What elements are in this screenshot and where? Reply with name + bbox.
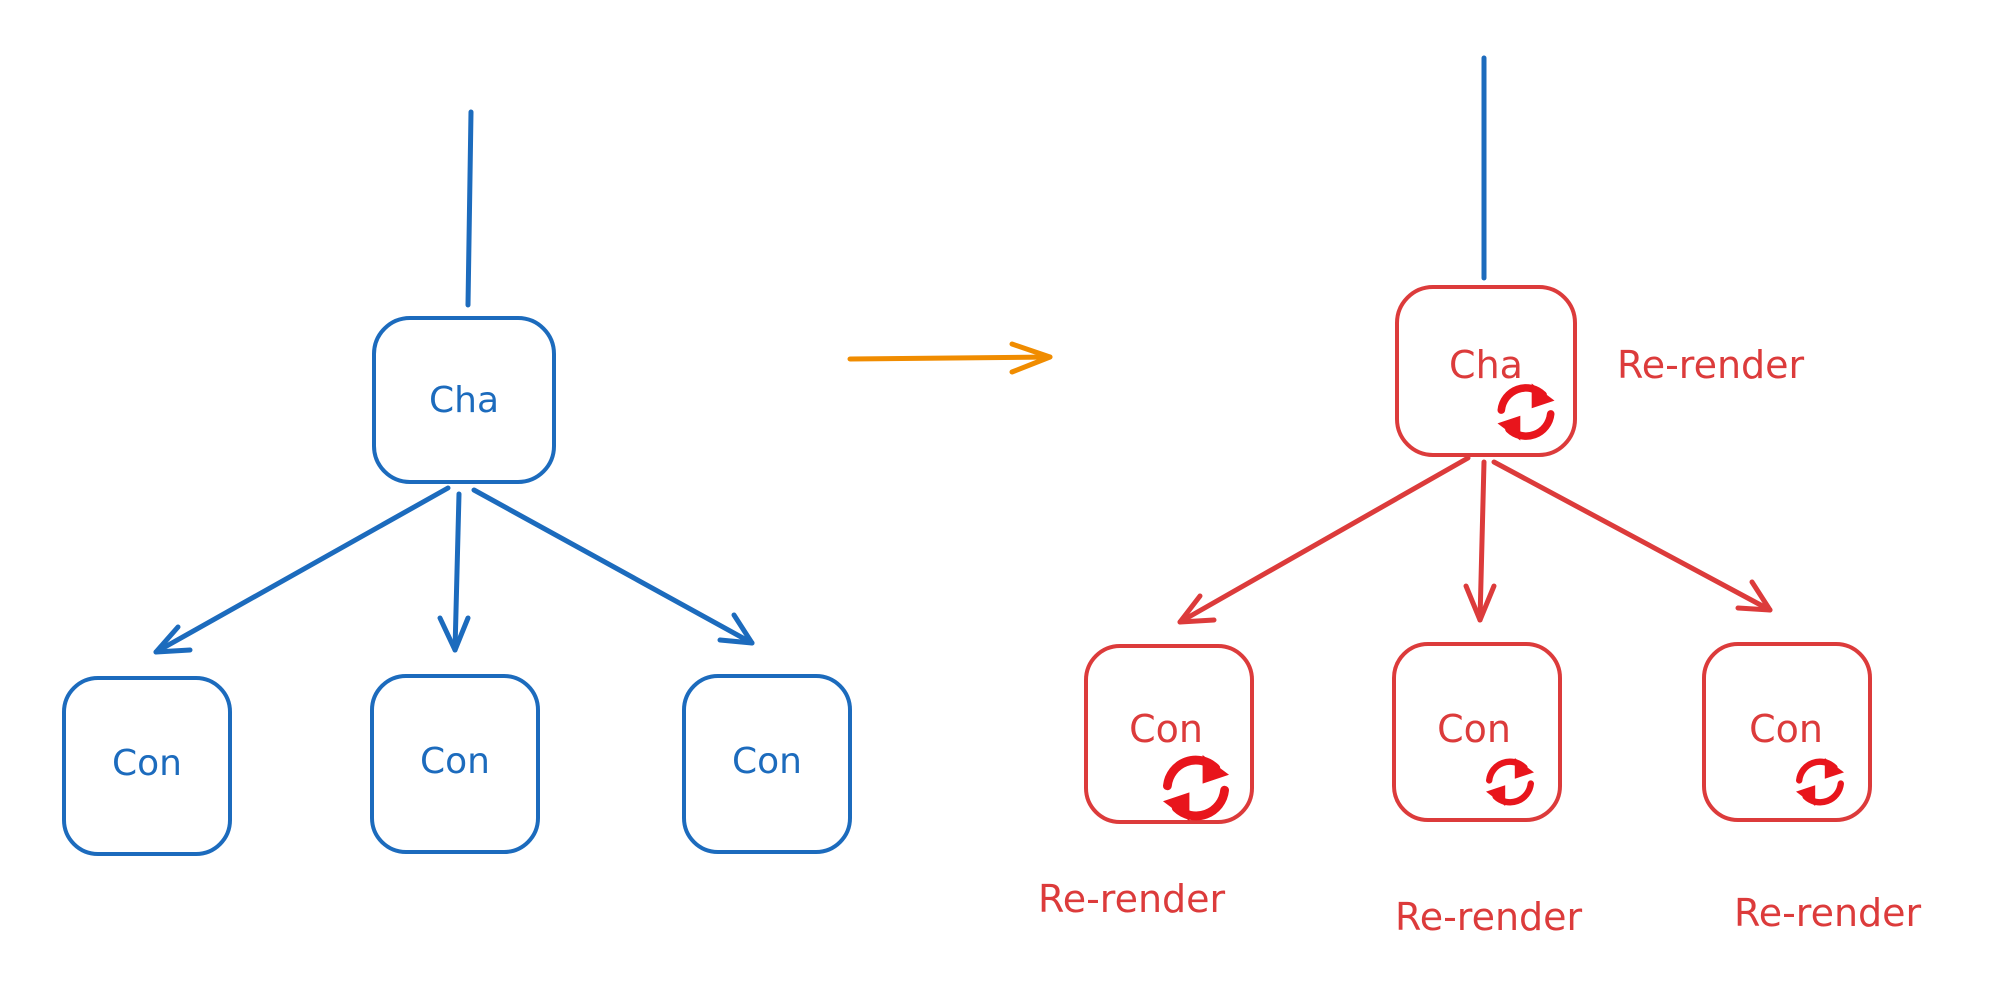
parent-box [372,316,556,484]
after-tree: Cha Re-render Con Re-render Con Re-rende… [1038,55,1922,939]
arrowhead-left [1177,593,1217,625]
child-status: Re-render [1038,877,1226,921]
child-label: Con [420,741,490,782]
before-child-node-2: Con [370,674,540,854]
edge-middle [452,491,462,653]
transition-arrow [847,341,1053,375]
child-label: Con [732,741,802,782]
edge-left [1177,455,1471,625]
after-child-node-2: Con Re-render [1392,642,1583,939]
edge-left [153,485,451,655]
before-edges [153,485,755,655]
refresh-icon [1163,755,1229,821]
arrowhead-middle [437,615,471,653]
child-box [370,674,540,854]
parent-label: Cha [1449,343,1523,387]
edge-middle [1477,459,1487,623]
parent-label: Cha [429,380,499,421]
child-label: Con [1437,707,1511,751]
before-child-node-3: Con [682,674,852,854]
child-box [1702,642,1872,822]
parent-status: Re-render [1617,343,1805,387]
refresh-icon [1498,384,1555,441]
child-box [1084,644,1254,824]
arrowhead-left [153,624,193,655]
after-child-node-3: Con Re-render [1702,642,1922,935]
child-label: Con [1749,707,1823,751]
after-parent-node: Cha Re-render [1395,285,1805,457]
parent-box [1395,285,1577,457]
arrowhead-right [717,612,755,646]
child-label: Con [1129,707,1203,751]
after-child-node-1: Con Re-render [1038,644,1254,921]
arrowhead-right [1735,579,1773,613]
arrowhead-middle [1463,583,1497,623]
child-label: Con [112,743,182,784]
refresh-icon [1796,758,1844,806]
child-box [62,676,232,856]
before-tree: Cha Con Con Con [62,109,852,856]
after-edges [1177,455,1773,625]
child-status: Re-render [1734,891,1922,935]
refresh-icon [1486,758,1534,806]
before-child-node-1: Con [62,676,232,856]
child-status: Re-render [1395,895,1583,939]
edge-right [1491,459,1773,613]
child-box [682,674,852,854]
edge-right [471,487,755,646]
parent-incoming-line [465,109,474,308]
before-parent-node: Cha [372,316,556,484]
child-box [1392,642,1562,822]
